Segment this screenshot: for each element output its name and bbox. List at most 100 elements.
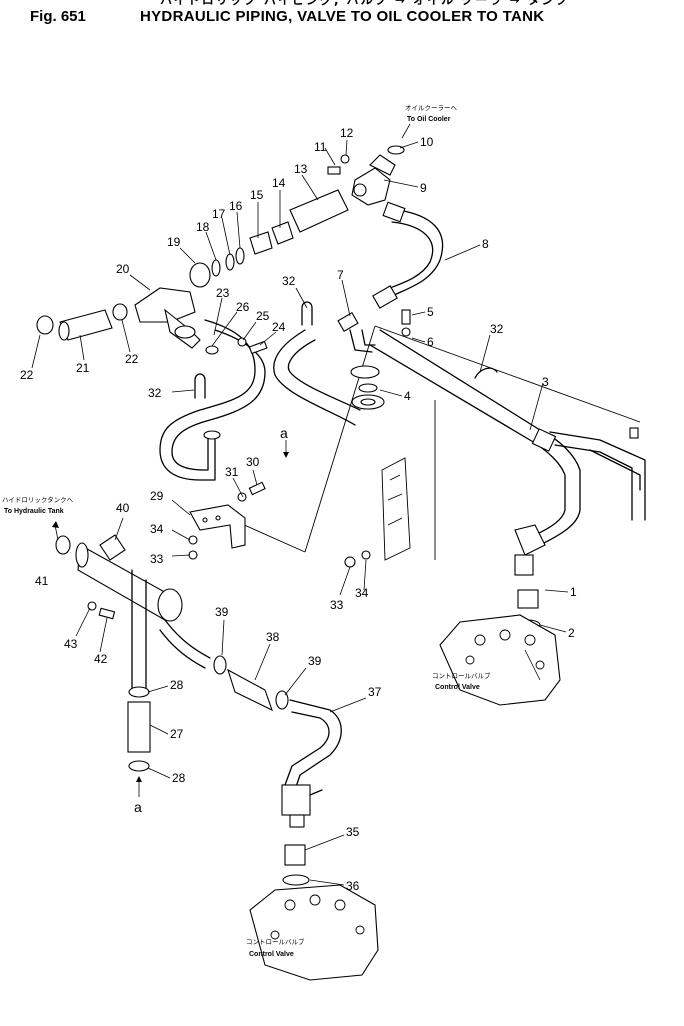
part-label-38: 38 [266,630,280,644]
part-label-32-center: 32 [282,274,296,288]
part-label-42: 42 [94,652,108,666]
part-label-29: 29 [150,489,164,503]
note-tank-jp: ハイドロリックタンクへ [2,495,74,504]
washer-12 [340,154,350,164]
part-label-16: 16 [229,199,243,213]
part-label-40: 40 [116,501,130,515]
fitting-19 [189,262,211,288]
reference-letter-a-lower: a [134,799,142,815]
part-label-14: 14 [272,176,286,190]
part-label-35: 35 [346,825,360,839]
bolt-30 [248,481,266,496]
washer-26 [205,345,219,355]
part-label-6: 6 [427,335,434,349]
part-label-18: 18 [196,220,210,234]
note-control-valve-lower: コントロールバルブ Control Valve [246,937,305,958]
bolt-5 [401,309,411,325]
o-ring-18 [211,259,221,277]
part-label-23: 23 [216,286,230,300]
pipe-3 [369,329,646,631]
control-valve-lower [249,884,379,981]
part-label-34-right: 34 [355,586,369,600]
part-label-36: 36 [346,879,360,893]
part-label-19: 19 [167,235,181,249]
part-label-43: 43 [64,637,78,651]
clamps-22 [36,303,128,335]
part-number-labels: 1 2 3 4 5 6 7 8 9 10 11 12 13 14 15 16 1… [20,126,577,893]
hose-8 [372,201,444,309]
part-label-21: 21 [76,361,90,375]
part-label-34-left: 34 [150,522,164,536]
part-label-13: 13 [294,162,308,176]
u-bolt-32-left [194,373,206,399]
part-label-1: 1 [570,585,577,599]
reference-letter-a-upper: a [280,425,288,441]
note-oil-cooler-jp: オイルクーラーへ [405,104,458,112]
o-ring-16 [235,247,245,265]
note-oil-cooler-en: To Oil Cooler [407,116,451,123]
part-label-31: 31 [225,465,239,479]
nut-33-right [344,556,356,568]
clamp-28-top [128,686,150,698]
washer-31 [237,492,247,502]
o-ring-41 [55,535,71,555]
part-label-37: 37 [368,685,382,699]
diagram-title: HYDRAULIC PIPING, VALVE TO OIL COOLER TO… [140,8,545,25]
washer-25 [237,337,247,347]
part-label-28-top: 28 [170,678,184,692]
part-label-10: 10 [420,135,434,149]
part-label-15: 15 [250,188,264,202]
part-label-41: 41 [35,574,49,588]
pipe-24 [273,329,361,426]
part-label-4: 4 [404,389,411,403]
note-control-valve-en: Control Valve [435,684,480,691]
note-to-oil-cooler: オイルクーラーへ To Oil Cooler [401,104,458,139]
hose-27 [127,701,151,753]
note-to-hydraulic-tank: ハイドロリックタンクへ To Hydraulic Tank [2,495,74,515]
note-tank-en: To Hydraulic Tank [4,508,64,515]
japanese-title: ハイドロリック パイピング, バルブ → オイル クーラ → タンク [160,0,570,7]
washer-34-right [361,550,371,560]
part-label-3: 3 [542,375,549,389]
part-label-39-left: 39 [215,605,229,619]
reference-arrow-a-upper [283,440,289,458]
part-label-20: 20 [116,262,130,276]
part-label-2: 2 [568,626,575,640]
figure-number: Fig. 651 [30,8,86,25]
part-label-11: 11 [314,140,327,154]
part-label-33-left: 33 [150,552,164,566]
part-label-28-bottom: 28 [172,771,186,785]
diagram-header: ハイドロリック パイピング, バルブ → オイル クーラ → タンク Fig. … [0,0,684,30]
part-label-39-right: 39 [308,654,322,668]
tube-13 [289,189,349,233]
bracket-29 [189,504,246,549]
part-label-26: 26 [236,300,250,314]
part-label-22-right: 22 [125,352,139,366]
o-ring-17 [225,253,235,271]
nut-14 [271,221,294,245]
part-label-12: 12 [340,126,354,140]
part-label-7: 7 [337,268,344,282]
part-label-24: 24 [272,320,286,334]
u-bolt-32-center [301,301,313,326]
part-label-32-left: 32 [148,386,162,400]
hydraulic-tank-outline [232,325,641,561]
fitting-9 [351,154,396,206]
leader-lines [31,139,569,886]
washer-34 [188,535,198,545]
pipe-37 [159,619,342,886]
nut-33 [188,550,198,560]
bolt-11 [327,166,341,175]
tank-arrow [52,521,59,541]
part-label-30: 30 [246,455,260,469]
note-control-valve2-en: Control Valve [249,951,294,958]
reference-arrow-a-lower [136,776,142,797]
fitting-15 [249,231,273,255]
note-control-valve2-jp: コントロールバルブ [246,937,305,946]
washer-6 [401,327,411,337]
part-label-25: 25 [256,309,270,323]
bolt-24 [248,340,268,355]
tube-40 [75,534,183,691]
part-label-33-right: 33 [330,598,344,612]
